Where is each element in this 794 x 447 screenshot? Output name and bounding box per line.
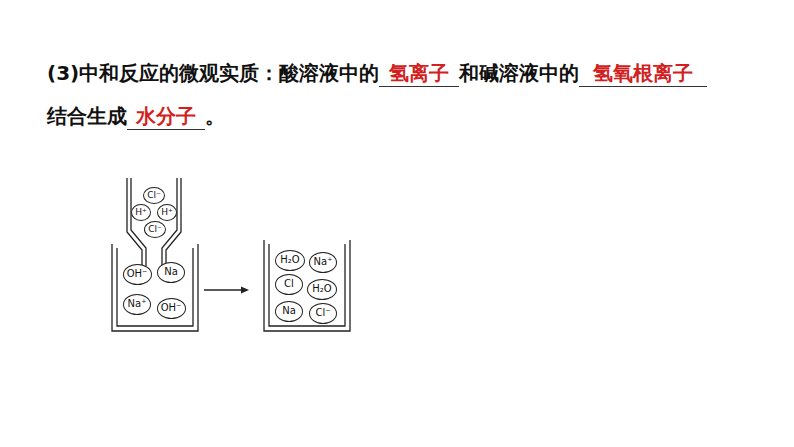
ion-circle: Na⁺	[309, 252, 337, 273]
ion-circle: Na⁺	[123, 294, 151, 315]
ion-circle: Cl⁻	[143, 187, 165, 204]
ion-label: Na	[282, 306, 296, 316]
ion-circle: H₂O	[307, 279, 337, 300]
ion-label: Cl⁻	[315, 308, 330, 318]
text-line: 结合生成水分子。	[47, 101, 225, 131]
dropper-wall	[162, 178, 177, 266]
beaker-wall	[112, 244, 198, 331]
ion-label: Na⁺	[314, 257, 333, 267]
ion-circle: Cl	[275, 274, 303, 295]
ion-circle: OH⁻	[157, 298, 186, 319]
ion-circle: Cl⁻	[144, 221, 166, 238]
ion-label: Cl	[284, 279, 294, 289]
beaker-wall	[117, 248, 193, 326]
beaker-wall	[269, 244, 345, 326]
dropper-wall	[166, 178, 181, 266]
ion-circle: H⁺	[157, 204, 177, 221]
ion-label: Na	[164, 267, 178, 277]
ion-circle: Cl⁻	[309, 303, 337, 324]
ion-label: H₂O	[280, 255, 299, 265]
reaction-arrow	[204, 289, 247, 290]
text-line: (3)中和反应的微观实质：酸溶液中的氢离子和碱溶液中的氢氧根离子	[47, 58, 707, 88]
question-text: (3)中和反应的微观实质：酸溶液中的	[47, 61, 379, 85]
ion-circle: H₂O	[275, 250, 305, 271]
ion-circle: Na	[275, 301, 303, 322]
ion-label: Cl⁻	[148, 225, 162, 234]
ion-label: Na⁺	[128, 299, 147, 309]
question-text: 结合生成	[47, 104, 127, 128]
ion-label: Cl⁻	[147, 191, 161, 200]
ion-label: OH⁻	[127, 269, 148, 279]
ion-label: H⁺	[161, 208, 173, 217]
dropper-wall	[127, 178, 142, 266]
ion-label: OH⁻	[161, 303, 182, 313]
beaker-wall	[264, 240, 350, 331]
ion-circle: Na	[157, 262, 185, 283]
answer-blank: 氢离子	[379, 60, 459, 87]
question-text: 和碱溶液中的	[459, 61, 579, 85]
ion-label: H₂O	[312, 284, 331, 294]
question-text: 。	[205, 104, 225, 128]
ion-circle: OH⁻	[123, 264, 152, 285]
arrow-head	[241, 287, 249, 294]
answer-blank: 水分子	[127, 103, 205, 130]
ion-circle: H⁺	[131, 204, 151, 221]
ion-label: H⁺	[135, 208, 147, 217]
answer-blank: 氢氧根离子	[579, 60, 707, 87]
